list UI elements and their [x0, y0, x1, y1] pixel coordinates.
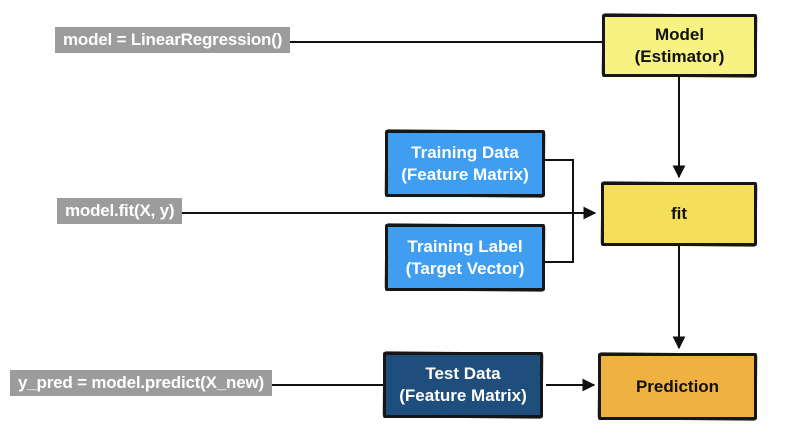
code-label-fit-call: model.fit(X, y): [57, 198, 183, 224]
node-training-label: Training Label (Target Vector): [385, 224, 545, 291]
node-subtitle: (Feature Matrix): [401, 164, 529, 184]
node-title: Training Label: [407, 236, 523, 256]
node-fit: fit: [601, 182, 757, 246]
node-title: Test Data: [425, 364, 501, 383]
connector-training-bracket: [540, 159, 574, 263]
node-test-data: Test Data (Feature Matrix): [383, 352, 543, 418]
node-title: Model: [654, 24, 705, 44]
node-model-estimator: Model (Estimator): [602, 14, 757, 77]
node-title: fit: [670, 204, 688, 223]
node-subtitle: (Feature Matrix): [399, 386, 527, 405]
node-title: Prediction: [635, 376, 720, 396]
node-subtitle: (Target Vector): [405, 258, 525, 278]
node-prediction: Prediction: [598, 353, 757, 420]
code-label-predict-call: y_pred = model.predict(X_new): [10, 370, 272, 396]
code-label-create-model: model = LinearRegression(): [55, 27, 291, 53]
node-title: Training Data: [411, 142, 519, 162]
node-training-data: Training Data (Feature Matrix): [385, 130, 545, 197]
node-subtitle: (Estimator): [634, 46, 725, 66]
